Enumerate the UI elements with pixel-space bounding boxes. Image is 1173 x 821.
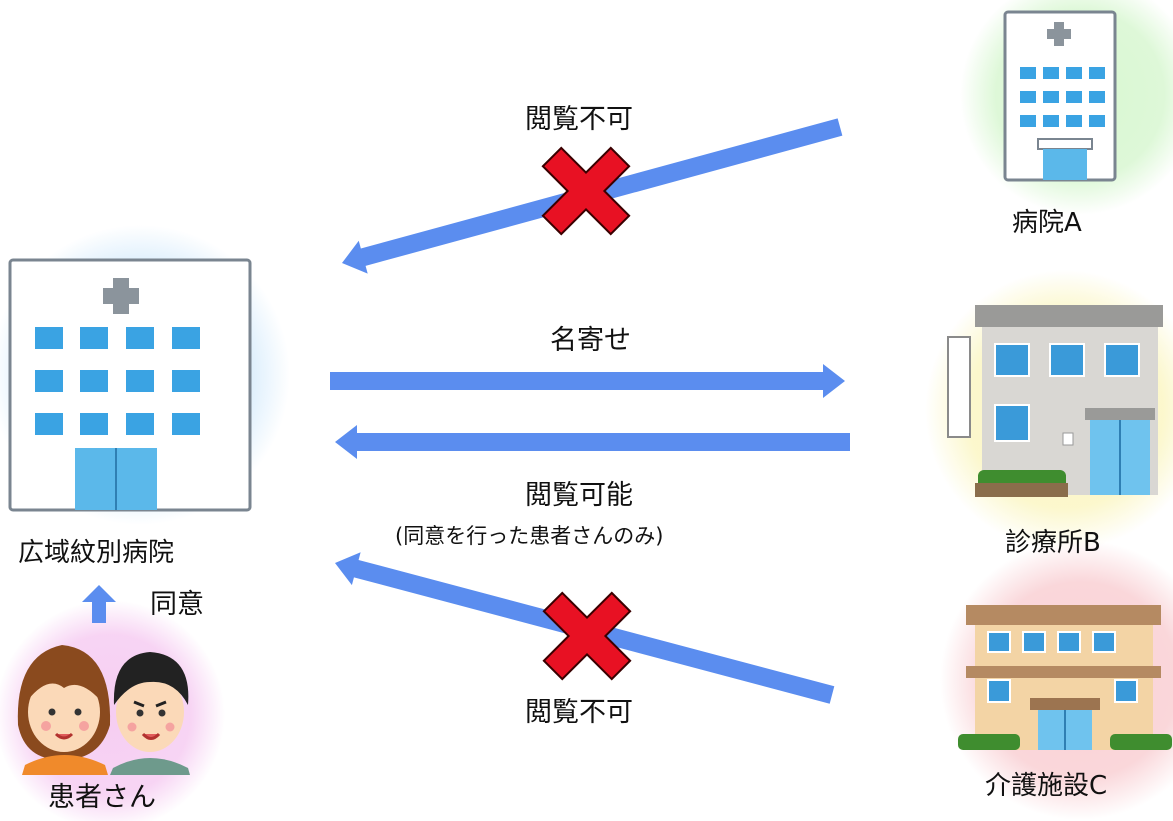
- consent-label: 同意: [150, 589, 204, 620]
- clinic-b-request-arrow: [330, 364, 845, 398]
- hospital-icon: [8, 258, 252, 512]
- cross-icon: [541, 146, 631, 236]
- care-facility-icon: [958, 605, 1172, 750]
- patients-icon: [17, 645, 190, 775]
- facility-c-label: 介護施設C: [985, 771, 1108, 801]
- cross-icon: [542, 591, 632, 681]
- hospital-a-label: 病院A: [1012, 208, 1082, 238]
- cross-layer: [541, 146, 632, 681]
- clinic-b-view-note: (同意を行った患者さんのみ): [395, 524, 664, 548]
- hospital-icon: [1003, 10, 1117, 182]
- facility-c-view-label: 閲覧不可: [525, 697, 633, 728]
- patient-label: 患者さん: [48, 782, 156, 813]
- arrow-up-icon: [82, 585, 116, 627]
- clinic-b-request-label: 名寄せ: [550, 325, 631, 356]
- clinic-b-label: 診療所B: [1005, 528, 1101, 558]
- hospital-a-view-label: 閲覧不可: [525, 104, 633, 135]
- clinic-icon: [947, 305, 1163, 497]
- clinic-b-view-label: 閲覧可能: [525, 480, 633, 511]
- clinic-b-view-arrow: [335, 425, 850, 459]
- main-hospital-label: 広域紋別病院: [18, 538, 175, 568]
